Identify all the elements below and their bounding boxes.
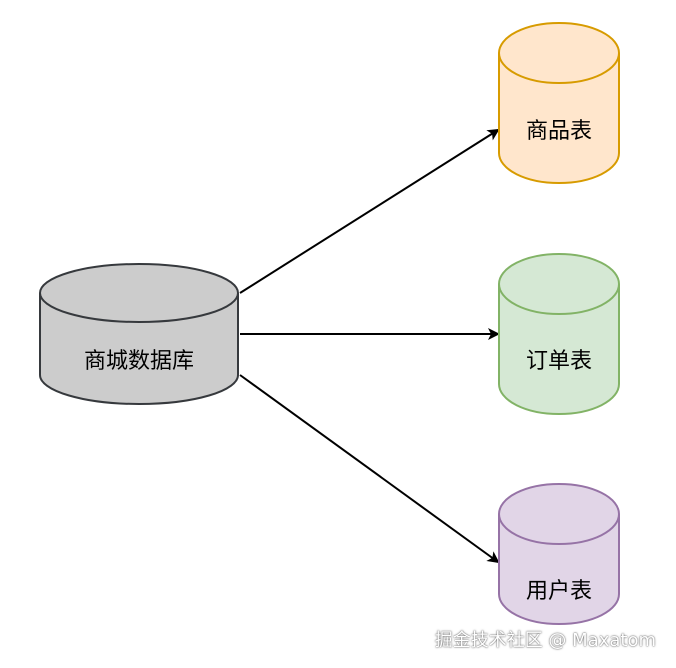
cylinder-products-table: 商品表 — [498, 22, 620, 184]
cylinder-orders-top-rim — [498, 283, 620, 315]
cylinder-orders-body — [498, 253, 620, 415]
orders-table-label: 订单表 — [526, 349, 592, 374]
cylinder-source-body — [39, 263, 239, 405]
cylinder-source-top-rim — [39, 292, 239, 323]
cylinder-products-top-rim — [498, 52, 620, 84]
cylinder-source-database: 商城数据库 — [39, 263, 239, 405]
cylinder-users-top-rim — [498, 513, 620, 545]
arrow-to-users — [239, 374, 500, 564]
products-table-label: 商品表 — [526, 119, 592, 144]
cylinder-users-table: 用户表 — [498, 483, 620, 625]
users-table-label: 用户表 — [526, 579, 592, 604]
watermark-text: 掘金技术社区 @ Maxatom — [434, 630, 656, 651]
arrow-to-products — [239, 128, 500, 294]
source-database-label: 商城数据库 — [84, 349, 194, 374]
cylinder-products-body — [498, 22, 620, 184]
cylinder-users-body — [498, 483, 620, 625]
cylinder-orders-table: 订单表 — [498, 253, 620, 415]
